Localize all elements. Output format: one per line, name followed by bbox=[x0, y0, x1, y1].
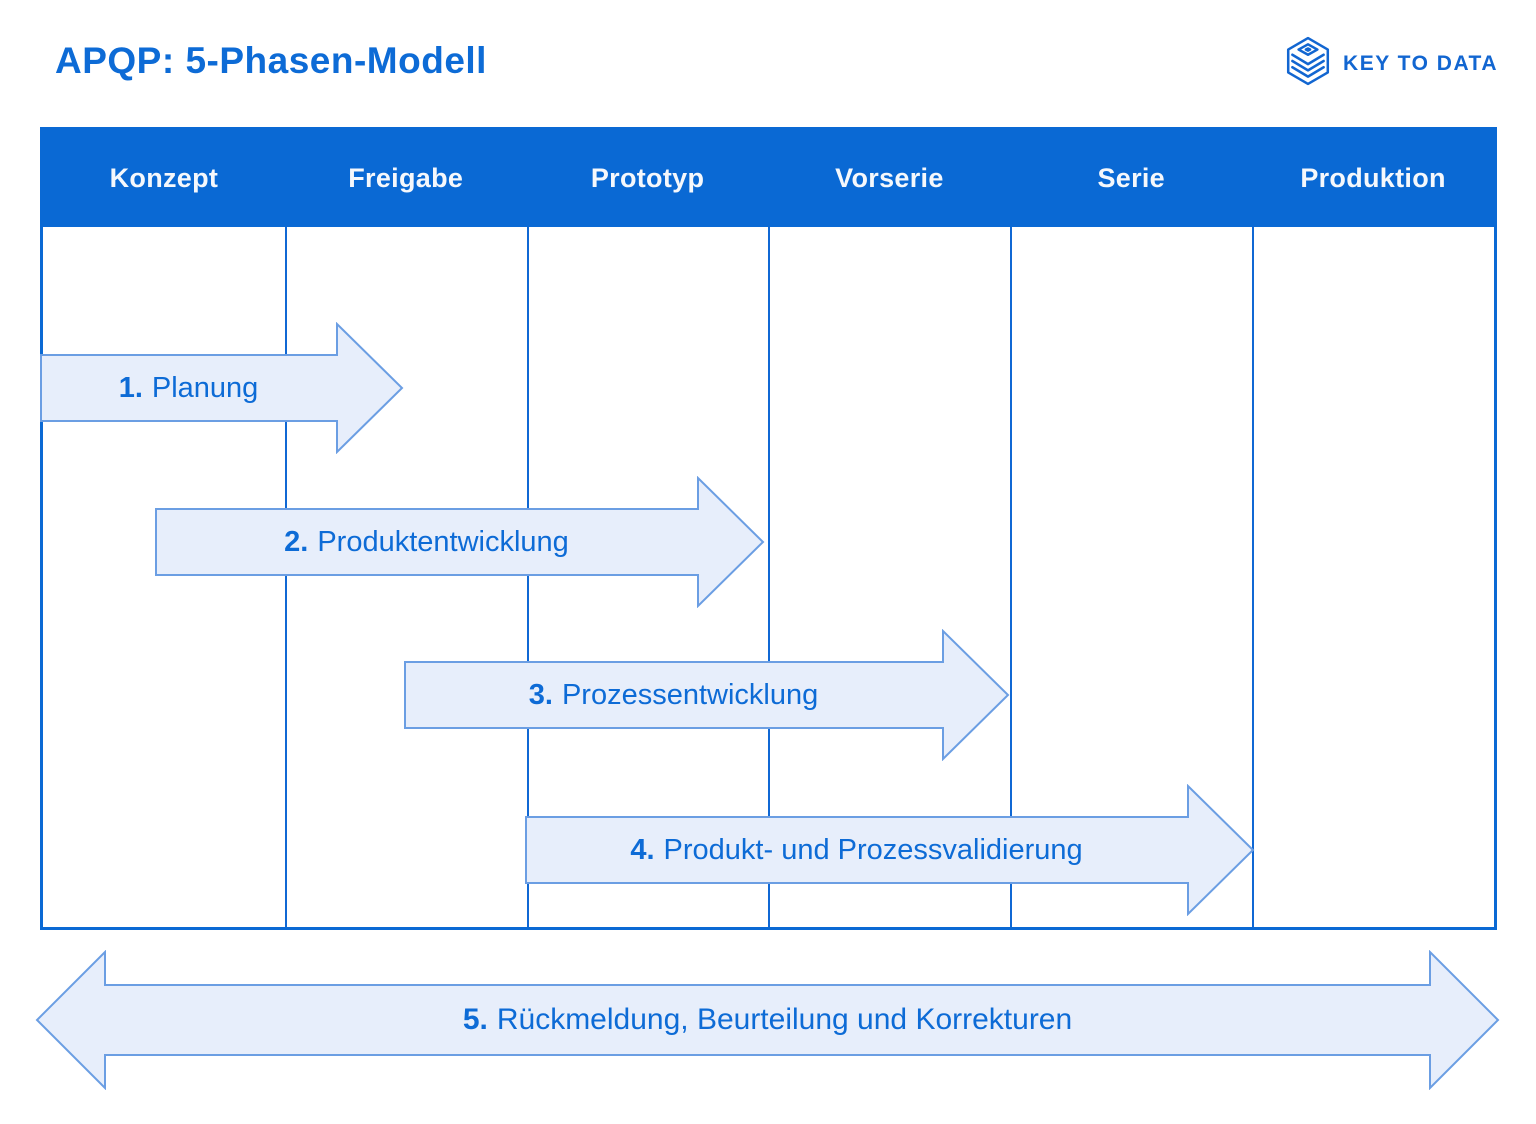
right-arrow-shape bbox=[40, 322, 404, 454]
phase-1-arrow: 1.Planung bbox=[40, 322, 404, 454]
phase-2-label: 2.Produktentwicklung bbox=[155, 476, 698, 608]
phase-3-arrow: 3.Prozessentwicklung bbox=[404, 629, 1010, 761]
column-header-prototyp: Prototyp bbox=[590, 163, 705, 193]
column-freigabe bbox=[284, 227, 527, 927]
phase-table: Konzept Freigabe Prototyp Vorserie Serie… bbox=[40, 127, 1497, 930]
right-arrow-shape bbox=[525, 784, 1255, 916]
phase-4-label: 4.Produkt- und Prozessvalidierung bbox=[525, 784, 1188, 916]
column-header-freigabe: Freigabe bbox=[348, 163, 464, 193]
phase-table-body bbox=[43, 227, 1494, 927]
key-to-data-logo: KEY TO DATA bbox=[1283, 36, 1498, 91]
logo-wordmark: KEY TO DATA bbox=[1343, 51, 1498, 75]
column-vorserie bbox=[768, 227, 1010, 927]
phase-4-text: Produkt- und Prozessvalidierung bbox=[663, 833, 1083, 866]
column-header-konzept: Konzept bbox=[109, 163, 219, 193]
phase-1-label: 1.Planung bbox=[40, 322, 337, 454]
phase-5-text: Rückmeldung, Beurteilung und Korrekturen bbox=[496, 1003, 1073, 1036]
phase-3-number: 3. bbox=[528, 678, 553, 711]
column-header-produktion: Produktion bbox=[1300, 163, 1446, 193]
column-header-vorserie: Vorserie bbox=[835, 163, 944, 193]
column-serie bbox=[1010, 227, 1252, 927]
phase-1-text: Planung bbox=[151, 371, 259, 404]
page-title: APQP: 5-Phasen-Modell bbox=[55, 40, 487, 81]
hexagon-layers-icon bbox=[1283, 36, 1333, 91]
phase-table-header: Konzept Freigabe Prototyp Vorserie Serie… bbox=[43, 130, 1494, 227]
right-arrow-shape bbox=[404, 629, 1010, 761]
phase-3-text: Prozessentwicklung bbox=[561, 678, 819, 711]
right-arrow-shape bbox=[155, 476, 765, 608]
phase-3-label: 3.Prozessentwicklung bbox=[404, 629, 943, 761]
phase-4-arrow: 4.Produkt- und Prozessvalidierung bbox=[525, 784, 1255, 916]
phase-5-number: 5. bbox=[462, 1003, 488, 1036]
phase-2-arrow: 2.Produktentwicklung bbox=[155, 476, 765, 608]
double-arrow-shape bbox=[35, 950, 1500, 1090]
phase-2-text: Produktentwicklung bbox=[317, 525, 569, 558]
phase-5-arrow: 5.Rückmeldung, Beurteilung und Korrektur… bbox=[35, 950, 1500, 1090]
phase-4-number: 4. bbox=[630, 833, 655, 866]
column-produktion bbox=[1252, 227, 1494, 927]
column-prototyp bbox=[526, 227, 769, 927]
phase-1-number: 1. bbox=[118, 371, 143, 404]
phase-5-label: 5.Rückmeldung, Beurteilung und Korrektur… bbox=[35, 950, 1500, 1090]
phase-2-number: 2. bbox=[284, 525, 309, 558]
column-header-serie: Serie bbox=[1097, 163, 1166, 193]
